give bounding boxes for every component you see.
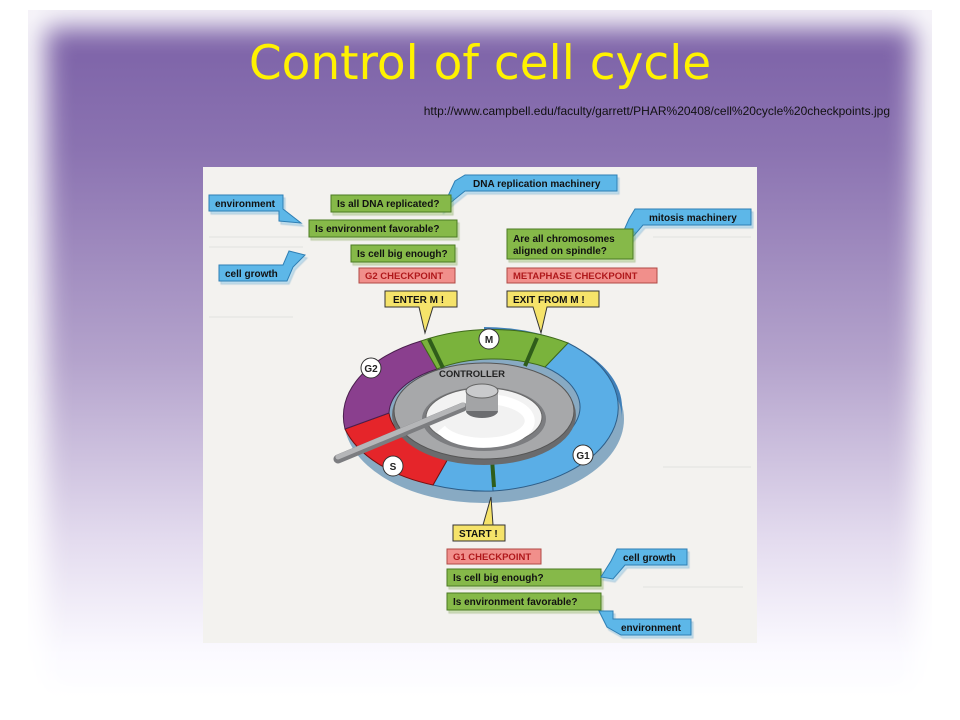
arrow-environment-bottom bbox=[598, 610, 692, 636]
g2-phase-label: G2 bbox=[364, 364, 378, 375]
s-phase-label: S bbox=[390, 462, 397, 473]
slide-title: Control of cell cycle bbox=[248, 36, 712, 91]
cell-growth-top-text: cell growth bbox=[225, 269, 278, 280]
start-flag bbox=[452, 524, 506, 542]
arrow-cell-growth-bottom bbox=[600, 548, 688, 580]
phase-badges: M G2 S G1 bbox=[360, 328, 594, 477]
metaphase-question-line2: aligned on spindle? bbox=[513, 246, 607, 257]
exit-m-flag bbox=[506, 290, 600, 335]
g2-checkpoint-label: G2 CHECKPOINT bbox=[365, 271, 443, 282]
g1-phase-badge bbox=[572, 444, 594, 466]
metaphase-checkpoint-group: mitosis machinery Are all chromosomes al… bbox=[506, 208, 752, 335]
g1-question-box-2 bbox=[446, 592, 602, 611]
g1-checkpoint-label-box bbox=[446, 548, 542, 565]
start-flag-pointer bbox=[482, 496, 494, 526]
g2-phase-badge bbox=[360, 357, 382, 379]
g1-question-1: Is cell big enough? bbox=[453, 573, 544, 584]
cell-cycle-svg: CONTROLLER M G2 S G1 DNA replication mac… bbox=[208, 174, 752, 636]
g2-checkpoint-group: DNA replication machinery environment ce… bbox=[208, 174, 618, 335]
m-phase-badge bbox=[478, 328, 500, 350]
dna-replication-machinery-text: DNA replication machinery bbox=[473, 179, 601, 190]
cell-growth-bottom-text: cell growth bbox=[623, 553, 676, 564]
exit-m-text: EXIT FROM M ! bbox=[513, 295, 585, 306]
metaphase-question-line1: Are all chromosomes bbox=[513, 234, 615, 245]
mitosis-machinery-text: mitosis machinery bbox=[649, 213, 737, 224]
start-text: START ! bbox=[459, 529, 498, 540]
m-phase-arc bbox=[420, 328, 569, 370]
g1-phase-label: G1 bbox=[576, 451, 590, 462]
controller-label: CONTROLLER bbox=[439, 369, 505, 380]
arrow-cell-growth-top bbox=[218, 250, 306, 282]
g2-question-box-3 bbox=[350, 244, 456, 263]
metaphase-checkpoint-label: METAPHASE CHECKPOINT bbox=[513, 271, 638, 282]
arrow-dna-replication-machinery bbox=[440, 174, 618, 212]
environment-top-text: environment bbox=[215, 199, 276, 210]
metaphase-checkpoint-label-box bbox=[506, 267, 658, 284]
g2-question-box-1 bbox=[330, 194, 452, 213]
controller-lever bbox=[333, 383, 499, 464]
enter-m-flag bbox=[384, 290, 458, 335]
arrow-mitosis-machinery bbox=[620, 208, 752, 240]
m-phase-label: M bbox=[485, 335, 493, 346]
g2-question-3: Is cell big enough? bbox=[357, 249, 448, 260]
g2-question-box-2 bbox=[308, 219, 458, 238]
g2-question-1: Is all DNA replicated? bbox=[337, 199, 439, 210]
cell-cycle-diagram: CONTROLLER M G2 S G1 DNA replication mac… bbox=[203, 167, 757, 643]
g1-checkpoint-group: START ! G1 CHECKPOINT Is cell big enough… bbox=[446, 496, 692, 636]
s-phase-badge bbox=[382, 455, 404, 477]
source-url: http://www.campbell.edu/faculty/garrett/… bbox=[423, 104, 890, 118]
enter-m-text: ENTER M ! bbox=[393, 295, 444, 306]
arrow-environment-top bbox=[208, 194, 303, 224]
g1-question-2: Is environment favorable? bbox=[453, 597, 577, 608]
g1-checkpoint-label: G1 CHECKPOINT bbox=[453, 552, 531, 563]
paper-background bbox=[209, 236, 751, 588]
environment-bottom-text: environment bbox=[621, 623, 682, 634]
g2-question-2: Is environment favorable? bbox=[315, 224, 439, 235]
metaphase-question-box bbox=[506, 228, 634, 260]
g2-checkpoint-label-box bbox=[358, 267, 456, 284]
g2-phase-arc bbox=[342, 340, 438, 430]
